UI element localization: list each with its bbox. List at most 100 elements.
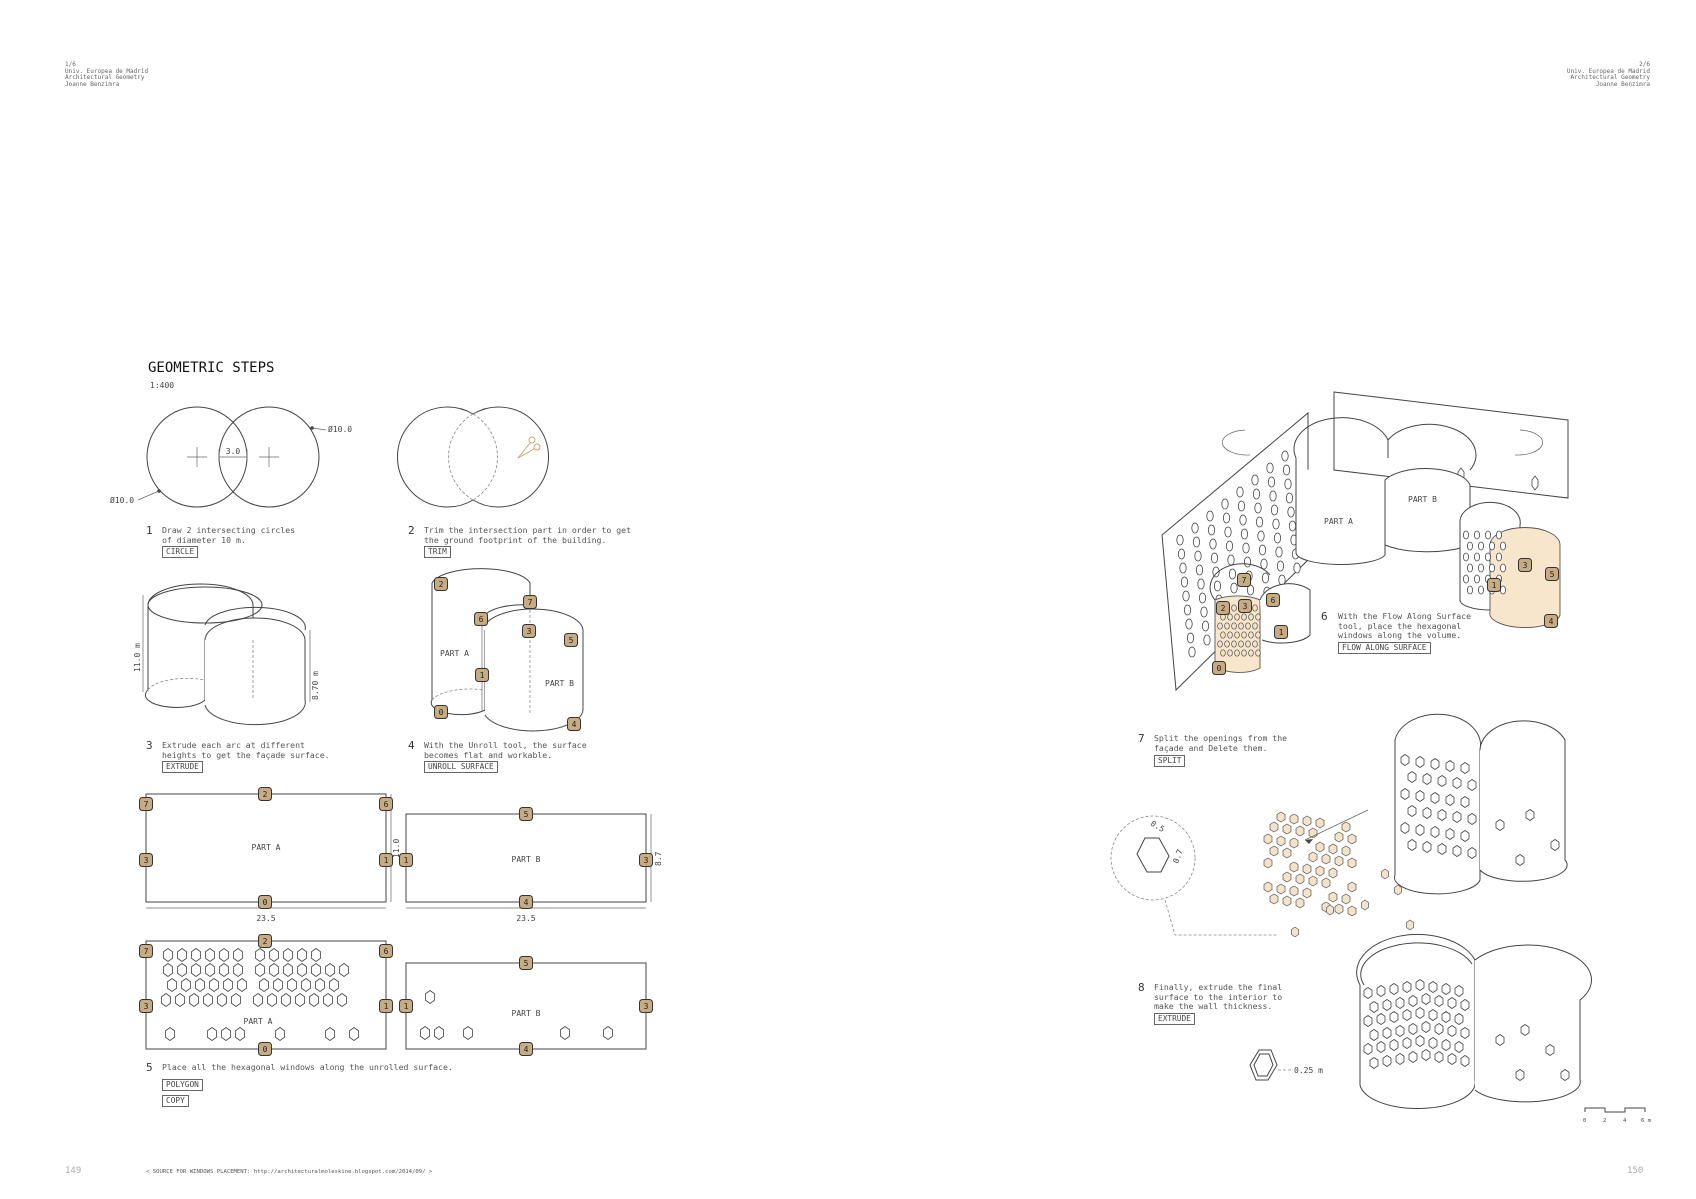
hexagonal-window [163, 963, 173, 977]
step-3-text: Extrude each arc at different heights to… [162, 740, 330, 760]
diameter-label-left: Ø10.0 [110, 495, 134, 505]
window-opening [1273, 532, 1282, 544]
svg-text:1: 1 [384, 856, 389, 865]
hexagonal-window [1437, 775, 1447, 787]
window-opening [1201, 620, 1210, 632]
part-a-label-flat: PART A [252, 843, 281, 852]
window-opening [1285, 492, 1294, 504]
hexagonal-window [1321, 853, 1331, 865]
hexagonal-window [1400, 822, 1410, 834]
hexagonal-window [1415, 1007, 1425, 1019]
hexagonal-window [255, 963, 265, 977]
window-opening [1257, 530, 1265, 542]
hexagonal-window [1282, 895, 1292, 907]
window-opening [1255, 649, 1261, 657]
hexagonal-window [1460, 999, 1470, 1011]
window-opening [1489, 541, 1496, 551]
window-opening [1176, 534, 1184, 546]
height-a-dimension: 11.0 m [133, 643, 142, 672]
window-opening [1240, 528, 1249, 540]
part-b-label-flat: PART B [512, 855, 541, 864]
hexagonal-window [209, 978, 219, 992]
tool-copy: COPY [162, 1095, 189, 1107]
hexagonal-window [1421, 1021, 1431, 1033]
hexagonal-window [1408, 1023, 1418, 1035]
svg-text:7: 7 [144, 947, 149, 956]
hexagonal-window [1315, 865, 1325, 877]
point-badge: 0 [258, 895, 272, 909]
hexagonal-window [1441, 983, 1451, 995]
hexagonal-window [1376, 1013, 1386, 1025]
hexagonal-window [281, 993, 291, 1007]
hexagonal-window [223, 978, 233, 992]
window-opening [1206, 510, 1214, 522]
header-left-line: Architectural Geometry [65, 74, 145, 82]
point-badge: 7 [1237, 573, 1251, 587]
window-opening [1241, 649, 1247, 657]
hexagonal-window [1341, 821, 1351, 833]
scale-bar-label: 6 m [1641, 1118, 1652, 1124]
hexagonal-window [1302, 815, 1312, 827]
hexagonal-window [1402, 1009, 1412, 1021]
window-opening [1275, 546, 1283, 558]
drawing-scale: 1:400 [150, 381, 175, 390]
hexagonal-window [1289, 813, 1299, 825]
point-badge: 1 [1487, 578, 1501, 592]
header-right-line: Joanne Benzimra [1595, 80, 1650, 88]
hexagonal-window [1495, 819, 1505, 831]
point-badge: 3 [522, 624, 536, 638]
hexagonal-window [1369, 1001, 1379, 1013]
hexagonal-window [295, 993, 305, 1007]
window-opening [1213, 580, 1222, 592]
hexagonal-window [203, 993, 213, 1007]
step-4-number: 4 [408, 739, 415, 752]
point-badge: 7 [139, 797, 153, 811]
hexagonal-window [1400, 754, 1410, 766]
hexagonal-window [1415, 1035, 1425, 1047]
window-opening [1188, 646, 1196, 658]
hexagonal-window [1415, 824, 1425, 836]
hexagonal-window [323, 993, 333, 1007]
hexagonal-window [329, 978, 339, 992]
hexagonal-window [1460, 762, 1470, 774]
step-7-drawing: 0.5 0.7 [1110, 713, 1568, 938]
hexagonal-window [297, 948, 307, 962]
window-opening [1496, 552, 1503, 562]
hexagonal-window [1428, 981, 1438, 993]
step-5-number: 5 [146, 1061, 153, 1074]
window-opening [1179, 562, 1187, 574]
window-opening [1227, 631, 1233, 639]
window-opening [1485, 552, 1492, 562]
window-opening [1224, 640, 1230, 648]
window-opening [1191, 522, 1199, 534]
thickness-dimension: 0.25 m [1294, 1066, 1323, 1075]
point-badge: 1 [399, 999, 413, 1013]
step-2-text: Trim the intersection part in order to g… [424, 525, 632, 545]
point-badge: 0 [258, 1042, 272, 1056]
point-badge: 2 [258, 787, 272, 801]
hexagonal-window [1289, 837, 1299, 849]
hexagonal-window [1328, 891, 1338, 903]
window-opening [1182, 590, 1190, 602]
hexagonal-window [195, 978, 205, 992]
point-badge: 1 [379, 999, 393, 1013]
hexagonal-window [161, 993, 171, 1007]
height-b-short-dimension: 8.7 [654, 851, 663, 866]
window-opening [1467, 585, 1474, 595]
hexagonal-window [283, 948, 293, 962]
window-opening [1478, 541, 1485, 551]
hexagonal-window [1525, 809, 1535, 821]
hexagonal-window [1291, 926, 1299, 938]
window-opening [1227, 613, 1233, 621]
window-opening [1217, 622, 1223, 630]
hexagonal-window [1282, 871, 1292, 883]
hexagonal-window [165, 1027, 175, 1041]
window-opening [1194, 550, 1202, 562]
step-4-drawing: PART A PART B [430, 568, 584, 732]
tool-trim: TRIM [424, 546, 451, 558]
hexagonal-window [434, 1026, 444, 1040]
window-opening [1220, 649, 1226, 657]
window-opening [1463, 552, 1470, 562]
point-badge: 4 [1544, 614, 1558, 628]
